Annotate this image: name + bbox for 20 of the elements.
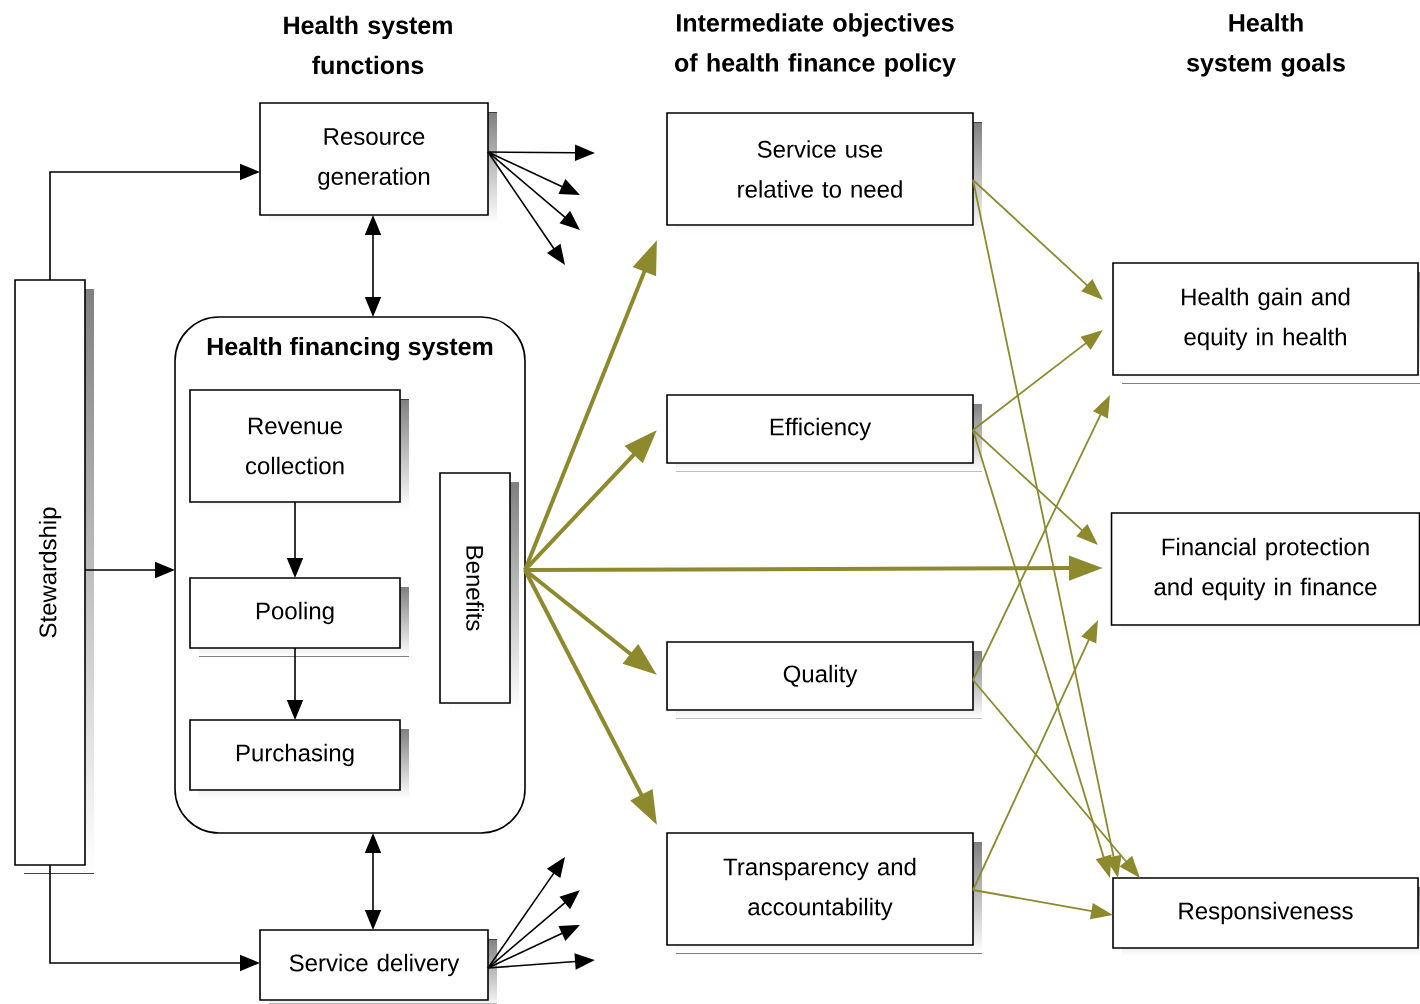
process-box: Transparency and accountability [666, 832, 982, 954]
process-box: Efficiency [666, 394, 982, 472]
process-box: Quality [666, 641, 982, 719]
process-box: Service delivery [259, 929, 497, 1004]
arrow [487, 857, 565, 969]
column-heading: Intermediate objectives of health finance policy [675, 13, 956, 77]
process-box: Responsiveness [1112, 877, 1420, 957]
process-box: Pooling [189, 577, 409, 657]
process-box: Purchasing [189, 719, 409, 799]
process-box: Resource generation [259, 102, 497, 224]
process-box: Health gain and equity in health [1112, 262, 1420, 384]
process-box: Revenue collection [189, 389, 409, 511]
column-heading: Health system goals [1187, 13, 1345, 77]
process-box: Benefits [439, 472, 519, 712]
arrow [487, 151, 580, 230]
arrow [487, 890, 580, 969]
process-box: Service use relative to need [666, 112, 982, 234]
process-box: Stewardship [14, 279, 94, 874]
process-box: Financial protection and equity in finance [1110, 512, 1420, 634]
column-heading: Health system functions [284, 15, 452, 75]
